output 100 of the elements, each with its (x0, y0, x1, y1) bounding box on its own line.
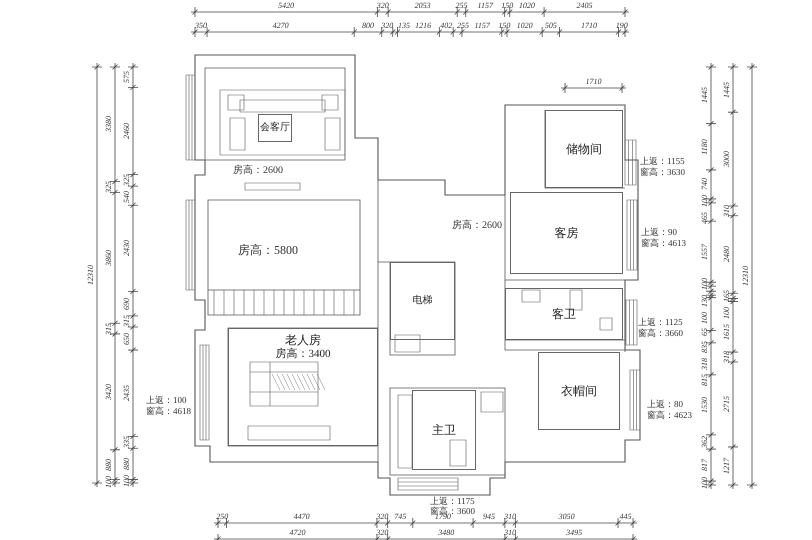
room-name: 电梯 (412, 294, 432, 308)
dimension-label: 1445 (723, 82, 731, 98)
window-note: 上返：90 (641, 228, 677, 237)
dimension-label: 1020 (516, 22, 533, 30)
dimension-label: 100 (701, 195, 709, 208)
room-height: 房高：2600 (452, 221, 502, 231)
dimension-label: 320 (381, 22, 394, 30)
dimension-label: 4470 (294, 513, 310, 521)
room-name: 主卫 (432, 422, 456, 438)
dimension-label: 880 (105, 458, 113, 471)
dimension-label: 310 (504, 529, 516, 537)
dimension-label: 250 (216, 513, 228, 521)
dimension-label: 318 (723, 351, 731, 364)
room-area (228, 328, 378, 446)
dimension-label: 315 (105, 322, 113, 335)
dimension-label: 2715 (723, 396, 731, 412)
room-area (390, 262, 455, 340)
dimension-label: 100 (123, 475, 131, 488)
dimension-label: 65 (701, 328, 709, 336)
dimension-label: 2435 (123, 385, 131, 402)
dimension-label: 402 (440, 22, 452, 30)
dimension-label: 3000 (723, 151, 731, 168)
dimension-label: 310 (504, 513, 516, 521)
dimension-label: 2053 (414, 2, 431, 10)
dimension-label: 5420 (278, 2, 294, 10)
room-area (505, 288, 623, 340)
dimension-label: 100 (701, 477, 709, 490)
window-note: 上返：1125 (638, 318, 683, 327)
window-note: 上返：1155 (640, 157, 685, 166)
dimension-label: 1157 (478, 2, 493, 10)
room-area (510, 192, 623, 274)
dimension-label: 505 (544, 22, 557, 30)
window-note: 上返：100 (146, 396, 186, 405)
dimension-label: 4720 (289, 529, 306, 537)
dimension-label: 1445 (701, 87, 709, 104)
dimension-label: 3380 (105, 116, 113, 132)
dimension-label: 255 (457, 22, 470, 30)
dimension-label: 690 (123, 298, 131, 310)
room-name: 客卫 (552, 306, 576, 322)
window-note: 窗高：3660 (638, 329, 683, 338)
dimension-label: 2480 (723, 246, 731, 262)
dimension-label: 740 (701, 178, 709, 190)
dimension-label: 100 (701, 312, 709, 324)
dimension-label: 2405 (576, 2, 593, 10)
dimension-label: 320 (376, 513, 388, 521)
dimension-label: 315 (123, 315, 131, 328)
dimension-label: 325 (105, 181, 113, 193)
dimension-label: 1615 (723, 324, 731, 340)
dimension-label: 1180 (701, 139, 709, 154)
dimension-label: 1020 (518, 2, 535, 10)
window-note: 窗高：4618 (146, 407, 191, 416)
dimension-label: 1530 (701, 396, 709, 413)
dimension-label: 880 (123, 458, 131, 470)
room-area (412, 390, 476, 470)
dimension-label: 2460 (123, 122, 131, 139)
dimension-label: 800 (362, 22, 374, 30)
dimension-label: 817 (701, 459, 709, 472)
window-note: 窗高：4613 (641, 239, 686, 248)
dimension-label: 945 (482, 513, 495, 521)
dimension-label: 150 (501, 2, 514, 10)
dimension-label: 255 (455, 2, 468, 10)
dimension-label: 540 (123, 191, 131, 204)
dimension-label: 745 (394, 513, 406, 521)
room-height: 房高：3400 (276, 348, 330, 362)
window-note: 窗高：3630 (640, 168, 685, 177)
dimension-label: 165 (723, 290, 731, 302)
dimension-label: 320 (376, 529, 388, 537)
dimension-label: 320 (376, 2, 389, 10)
dimension-label: 362 (701, 436, 709, 448)
room-height: 房高：5800 (238, 244, 298, 256)
dimension-label: 325 (123, 174, 131, 186)
room-name: 老人房 (285, 333, 321, 348)
dimension-label: 445 (620, 513, 632, 521)
dimension-label: 465 (701, 212, 709, 224)
dimension-label: 318 (701, 358, 709, 370)
window-note: 窗高：4623 (647, 411, 692, 420)
dimension-label: 575 (123, 71, 131, 84)
dimension-label: 135 (398, 22, 410, 30)
dimension-label: 130 (701, 294, 709, 307)
dimension-label: 1216 (415, 22, 432, 30)
dimension-label: 12310 (742, 266, 750, 286)
dimension-label: 100 (105, 476, 113, 488)
dimension-label: 835 (701, 340, 709, 353)
dimension-label: 335 (123, 436, 131, 448)
dimension-label: 100 (701, 278, 709, 290)
dimension-label: 3860 (105, 250, 113, 266)
dimension-label: 1710 (586, 78, 602, 86)
table-outline (258, 114, 292, 142)
room-name: 会客厅 (260, 122, 290, 134)
dimension-label: 2430 (123, 240, 131, 256)
dimension-label: 350 (195, 22, 208, 30)
room-name: 客房 (554, 226, 578, 240)
dimension-label: 3480 (438, 529, 454, 537)
dimension-label: 12310 (87, 265, 95, 285)
dimension-label: 310 (723, 204, 731, 217)
room-area (545, 110, 623, 188)
dimension-label: 4270 (272, 22, 289, 30)
dimension-label: 1557 (701, 244, 709, 260)
dimension-label: 1157 (474, 22, 490, 30)
dimension-label: 100 (723, 306, 731, 319)
